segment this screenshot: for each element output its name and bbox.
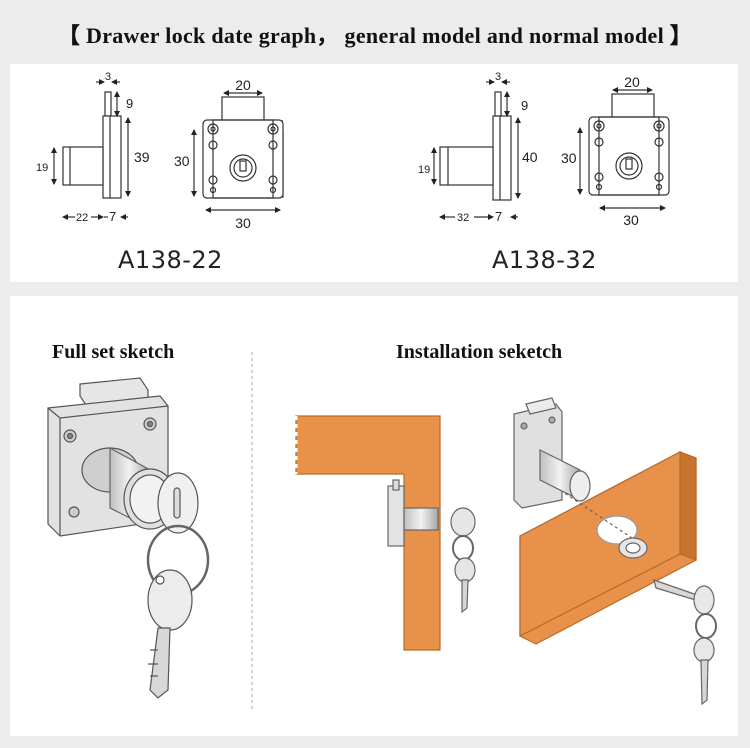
side-view-a138-32: [431, 79, 521, 220]
section-title-full-set: Full set sketch: [52, 341, 175, 363]
dim-body-height: 40: [522, 149, 538, 165]
dim-top-width: 3: [105, 71, 111, 83]
dim-body-height: 39: [134, 149, 150, 165]
installation-illustration: [294, 397, 717, 706]
dim-cylinder-length: 22: [76, 212, 88, 224]
front-view-a138-22: [191, 90, 284, 213]
dim-bolt-width: 20: [235, 77, 251, 93]
dim-cylinder-height: 19: [418, 164, 430, 176]
dim-plate-thickness: 7: [495, 209, 502, 224]
dim-cylinder-length: 32: [457, 212, 469, 224]
dim-top-height: 9: [126, 96, 133, 111]
dim-top-height: 9: [521, 98, 528, 113]
dim-bolt-width: 20: [624, 74, 640, 90]
full-set-illustration: [47, 377, 210, 699]
dim-plate-height: 30: [561, 150, 577, 166]
side-view-a138-22: [51, 79, 131, 220]
model-label-left: A138-22: [118, 246, 223, 274]
model-label-right: A138-32: [492, 246, 597, 274]
dim-plate-thickness: 7: [109, 209, 116, 224]
section-title-installation: Installation seketch: [396, 341, 563, 363]
dim-plate-width: 30: [235, 215, 251, 231]
dim-top-width: 3: [495, 71, 501, 83]
dim-plate-height: 30: [174, 153, 190, 169]
page-title: 【 Drawer lock date graph， general model …: [57, 23, 693, 48]
front-view-a138-32: [577, 87, 670, 211]
dim-cylinder-height: 19: [36, 162, 48, 174]
dim-plate-width: 30: [623, 212, 639, 228]
